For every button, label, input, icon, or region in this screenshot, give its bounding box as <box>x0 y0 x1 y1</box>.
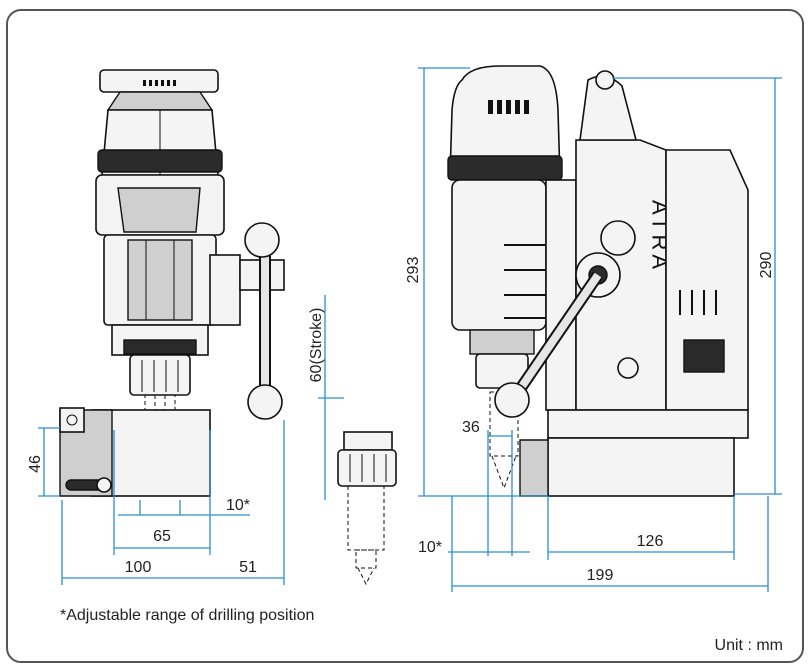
right-dimensions: 293 290 36 10* 126 199 <box>405 67 782 592</box>
dim-10-left: 10* <box>226 497 250 514</box>
side-view-drill: ATRA <box>447 65 749 497</box>
cutter-stroke-detail: 60(Stroke) <box>308 295 397 586</box>
dim-293: 293 <box>405 257 422 284</box>
dim-51: 51 <box>239 559 257 576</box>
dim-10-right: 10* <box>418 539 442 556</box>
dim-100: 100 <box>125 559 152 576</box>
dim-36: 36 <box>462 419 480 436</box>
dim-199: 199 <box>587 567 614 584</box>
adjustable-range-note: *Adjustable range of drilling position <box>60 607 314 624</box>
dim-46: 46 <box>27 455 44 473</box>
dim-290: 290 <box>758 252 775 279</box>
dim-65: 65 <box>153 528 171 545</box>
dim-stroke: 60(Stroke) <box>308 308 325 383</box>
left-dimensions: 46 10* 65 100 51 <box>27 420 285 585</box>
dim-126: 126 <box>637 533 664 550</box>
unit-label: Unit : mm <box>715 637 783 654</box>
front-view-drill <box>59 69 285 497</box>
